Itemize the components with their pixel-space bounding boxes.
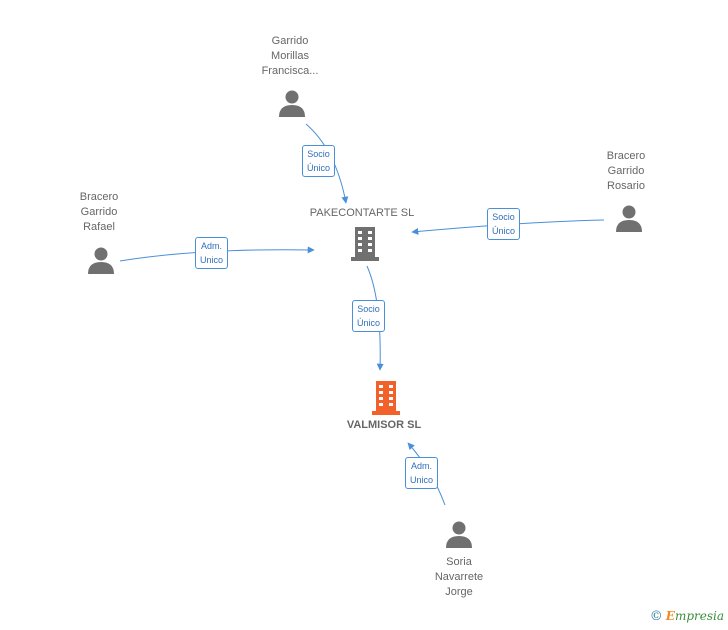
edge-label-bracero-rosario: Socio Único	[487, 208, 521, 240]
edge-label-bracero-rafael: Adm. Unico	[195, 237, 229, 269]
name-line: Garrido	[607, 165, 645, 177]
person-icon[interactable]	[445, 520, 473, 548]
copyright-icon: ©	[649, 609, 663, 624]
edge-label-soria: Adm. Unico	[405, 457, 439, 489]
person-icon[interactable]	[87, 246, 115, 274]
name-line: Bracero	[79, 191, 119, 203]
person-label-soria[interactable]: Soria Navarrete Jorge	[404, 555, 514, 600]
empresia-watermark: ©Empresia	[650, 609, 724, 624]
company-label-valmisor[interactable]: VALMISOR SL	[346, 419, 422, 431]
name-line: Morillas	[271, 50, 309, 62]
name-line: Garrido	[271, 35, 309, 47]
name-line: Jorge	[445, 586, 473, 598]
name-line: Garrido	[80, 206, 118, 218]
name-line: Navarrete	[434, 571, 484, 583]
brand-initial: E	[665, 609, 675, 623]
name-line: Bracero	[606, 150, 646, 162]
name-line: Rosario	[607, 180, 645, 192]
company-label-pakecontarte[interactable]: PAKECONTARTE SL	[309, 207, 415, 219]
person-label-bracero-rosario[interactable]: Bracero Garrido Rosario	[571, 149, 681, 194]
edge-label-garrido: Socio Único	[302, 145, 336, 177]
person-label-bracero-rafael[interactable]: Bracero Garrido Rafael	[44, 190, 154, 235]
person-icon[interactable]	[615, 204, 643, 232]
building-icon[interactable]	[349, 225, 381, 261]
building-icon[interactable]	[370, 379, 402, 415]
edge-label-pakecontarte-valmisor: Socio Único	[352, 300, 386, 332]
name-line: Francisca...	[261, 65, 319, 77]
person-icon[interactable]	[278, 89, 306, 117]
person-label-garrido[interactable]: Garrido Morillas Francisca...	[235, 34, 345, 79]
brand-name: mpresia	[674, 609, 724, 623]
name-line: Soria	[446, 556, 472, 568]
name-line: Rafael	[83, 221, 115, 233]
